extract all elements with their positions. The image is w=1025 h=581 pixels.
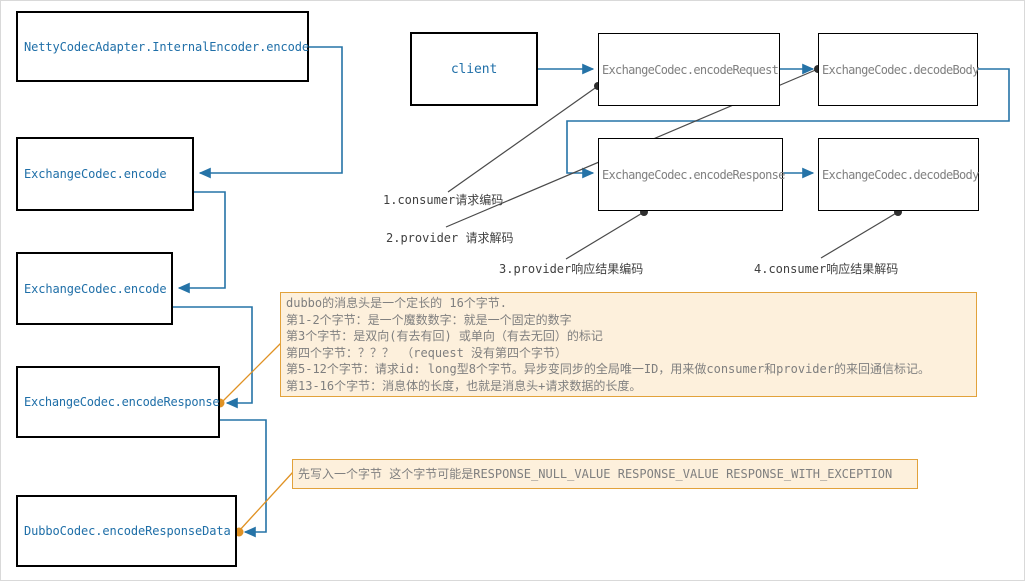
note-message-header: dubbo的消息头是一个定长的 16个字节. 第1-2个字节：是一个魔数数字：就… xyxy=(280,292,977,397)
box-exchangecodec-decodebody-top: ExchangeCodec.decodeBody xyxy=(818,33,979,106)
callout-line-step1 xyxy=(447,85,599,193)
step-label-4: 4.consumer响应结果解码 xyxy=(754,262,899,276)
step-label-1: 1.consumer请求编码 xyxy=(383,193,504,207)
step-label-3: 3.provider响应结果编码 xyxy=(499,262,644,276)
note-leader-header xyxy=(221,342,282,403)
box-exchangecodec-encoderesponse-right: ExchangeCodec.encodeResponse xyxy=(598,138,785,211)
connector-decodebody-to-encoderesponse-loop xyxy=(566,68,1010,179)
note-first-byte: 先写入一个字节 这个字节可能是RESPONSE_NULL_VALUE RESPO… xyxy=(292,459,918,489)
note-header-line-2: 第1-2个字节：是一个魔数数字：就是一个固定的数字 xyxy=(286,312,572,327)
step-label-2: 2.provider 请求解码 xyxy=(386,231,514,245)
connector-encode2-to-encoderesponse xyxy=(173,306,253,409)
callout-line-step4 xyxy=(820,211,899,259)
box-exchangecodec-encode-1: ExchangeCodec.encode xyxy=(16,137,194,211)
box-dubbocodec-encoderesponsedata: DubboCodec.encodeResponseData xyxy=(16,495,237,567)
box-netty-internal-encoder: NettyCodecAdapter.InternalEncoder.encode xyxy=(16,11,309,82)
connector-encoderesponse-to-dubbocodec xyxy=(220,419,267,538)
box-exchangecodec-encoderequest: ExchangeCodec.encodeRequest xyxy=(598,33,780,106)
note-header-line-1: dubbo的消息头是一个定长的 16个字节. xyxy=(286,296,508,310)
callout-line-step3 xyxy=(565,211,645,260)
note-header-line-3: 第3个字节：是双向(有去有回) 或单向（有去无回）的标记 xyxy=(286,329,603,343)
connector-encode1-to-encode2 xyxy=(177,191,226,294)
note-header-line-4: 第四个字节：？？？ （request 没有第四个字节） xyxy=(286,345,568,360)
note-leader-byte xyxy=(238,471,294,532)
connector-netty-to-encode1 xyxy=(198,46,343,179)
note-header-line-6: 第13-16个字节：消息体的长度，也就是消息头+请求数据的长度。 xyxy=(286,378,642,393)
box-client: client xyxy=(410,32,538,106)
box-exchangecodec-encoderesponse: ExchangeCodec.encodeResponse xyxy=(16,366,220,438)
box-exchangecodec-encode-2: ExchangeCodec.encode xyxy=(16,252,173,325)
note-header-line-5: 第5-12个字节：请求id: long型8个字节。异步变同步的全局唯一ID，用来… xyxy=(286,362,930,376)
box-exchangecodec-decodebody-bottom: ExchangeCodec.decodeBody xyxy=(818,138,979,211)
